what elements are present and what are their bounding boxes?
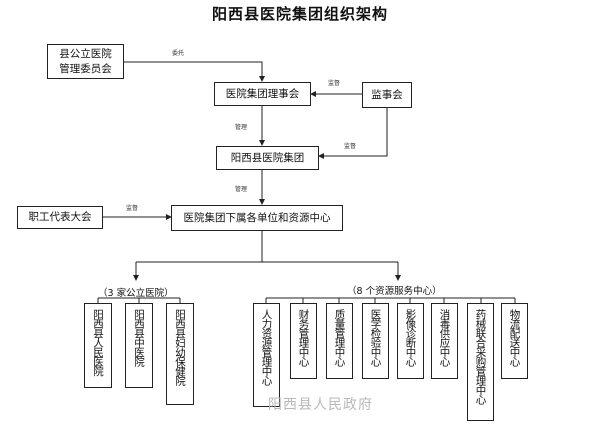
group-label: 阳西县医院集团	[230, 151, 305, 164]
center-label: 物流配送中心	[508, 309, 521, 366]
center-label: 人力资源管理中心	[260, 309, 273, 385]
center-label: 医学检验中心	[369, 309, 382, 366]
center-box: 消毒供应中心	[431, 303, 458, 379]
board-label: 医院集团理事会	[225, 87, 300, 100]
staff-congress-label: 职工代表大会	[28, 211, 92, 223]
center-box: 药械联合采购管理中心	[467, 303, 494, 421]
hospital-label: 阳西县妇幼保健院	[174, 309, 186, 385]
units-label: 医院集团下属各单位和资源中心	[183, 211, 331, 224]
county-committee-box: 县公立医院 管理委员会	[47, 44, 124, 79]
center-box: 人力资源管理中心	[253, 303, 280, 407]
center-label: 质量管理中心	[333, 309, 346, 366]
center-box: 医学检验中心	[362, 303, 389, 379]
center-box: 物流配送中心	[501, 303, 528, 379]
center-label: 药械联合采购管理中心	[474, 309, 487, 404]
center-label: 财务管理中心	[297, 309, 310, 366]
units-box: 医院集团下属各单位和资源中心	[171, 205, 343, 231]
watermark: 阳西县人民政府	[268, 397, 373, 413]
center-label: 消毒供应中心	[438, 309, 451, 366]
supervisors-box: 监事会	[362, 82, 412, 108]
center-box: 影像诊断中心	[397, 303, 424, 379]
hospital-label: 阳西县人民医院	[92, 309, 104, 376]
edge-label-supervise-2: 监督	[344, 143, 357, 150]
hospital-label: 阳西县中医院	[133, 309, 145, 366]
county-committee-label: 县公立医院 管理委员会	[59, 47, 112, 75]
edge-label-manage-2: 管理	[235, 186, 248, 193]
hospital-box: 阳西县人民医院	[84, 303, 112, 388]
staff-congress-box: 职工代表大会	[17, 206, 103, 229]
center-box: 财务管理中心	[290, 303, 317, 379]
center-box: 质量管理中心	[326, 303, 353, 379]
center-label: 影像诊断中心	[404, 309, 417, 366]
board-box: 医院集团理事会	[214, 82, 311, 106]
chart-title: 阳西县医院集团组织架构	[211, 5, 388, 23]
centers-group-label: （8 个资源服务中心）	[347, 286, 442, 297]
edge-label-manage-1: 管理	[235, 124, 248, 131]
supervisors-label: 监事会	[371, 88, 403, 101]
group-box: 阳西县医院集团	[216, 146, 319, 170]
edge-label-supervise-3: 监督	[126, 205, 139, 212]
edge-label-supervise-1: 监督	[328, 80, 341, 87]
edge-label-entrust: 委托	[172, 50, 185, 57]
hospital-box: 阳西县中医院	[125, 303, 153, 388]
edge-supervise-group	[318, 108, 388, 159]
hospital-box: 阳西县妇幼保健院	[166, 303, 194, 405]
edge-entrust	[124, 61, 265, 82]
hospitals-group-label: （3 家公立医院）	[98, 288, 174, 299]
